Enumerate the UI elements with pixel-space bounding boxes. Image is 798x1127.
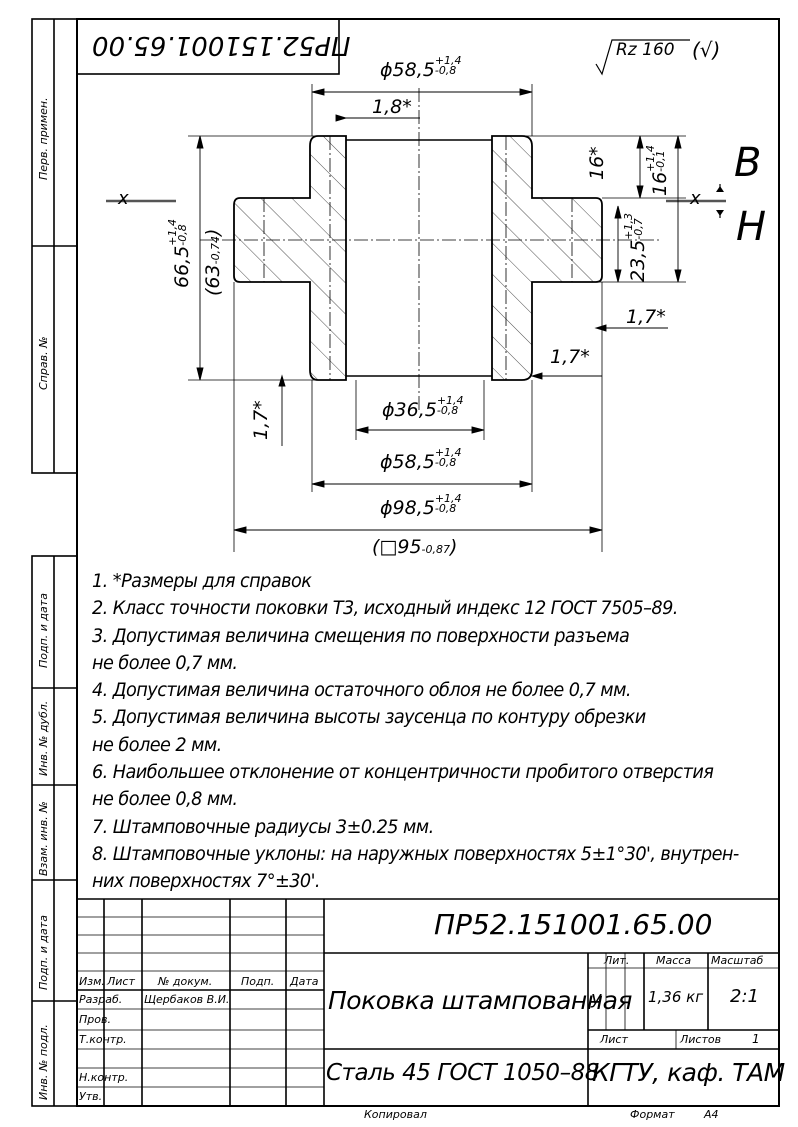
side-label-podp-data-1: Подп. и дата	[37, 593, 50, 668]
lit-value: у	[591, 988, 602, 1009]
utv-label: Утв.	[79, 1090, 103, 1103]
copied-label: Копировал	[364, 1108, 427, 1121]
drawing-code-stamp: ПР52.151001.65.00	[92, 30, 351, 60]
dim-flange-diameter: ϕ98,5+1,4-0,8	[380, 492, 462, 519]
zone-upper: В	[734, 140, 762, 186]
dim-ref-height: (63-0,74)	[202, 228, 224, 296]
sheet-label: Лист	[600, 1033, 628, 1046]
dim-slope-e: 1,7*	[250, 400, 272, 440]
dim-slope-a: 1,8*	[372, 96, 412, 118]
col-list: Лист	[107, 975, 135, 988]
side-label-sprav-no: Справ. №	[37, 336, 50, 390]
dim-bottom-diameter: ϕ58,5+1,4-0,8	[380, 446, 462, 473]
centerlines	[200, 88, 660, 410]
zone-lower: Н	[736, 204, 767, 250]
note-line: 6. Наибольшее отклонение от концентрично…	[92, 761, 714, 784]
format-label: Формат	[630, 1108, 675, 1121]
side-label-vzam-inv: Взам. инв. №	[37, 801, 50, 876]
razrab-name: Щербаков В.И.	[144, 993, 230, 1006]
dim-slope-b: 16*	[586, 146, 608, 180]
dim-slope-d: 1,7*	[550, 346, 590, 368]
col-izm: Изм.	[79, 975, 105, 988]
dim-top-diameter: ϕ58,5+1,4-0,8	[380, 54, 462, 81]
col-podp: Подп.	[241, 975, 275, 988]
scale-value: 2:1	[730, 986, 759, 1007]
side-label-podp-data-2: Подп. и дата	[37, 915, 50, 990]
dim-top-height: 16+1,4-0,1	[644, 145, 671, 196]
format-value: А4	[704, 1108, 719, 1121]
title-name: Поковка штампованная	[328, 986, 632, 1015]
tkontr-label: Т.контр.	[79, 1033, 127, 1046]
razrab-label: Разраб.	[79, 993, 123, 1006]
mass-value: 1,36 кг	[648, 988, 704, 1006]
cut-mark-left: x	[118, 188, 129, 209]
nkontr-label: Н.контр.	[79, 1071, 129, 1084]
sheets-value: 1	[752, 1032, 760, 1046]
inner-frame	[76, 18, 780, 1107]
side-strip	[31, 18, 78, 1107]
lit-label: Лит.	[604, 954, 630, 967]
scale-label: Масштаб	[711, 954, 764, 967]
side-label-inv-podl: Инв. № подл.	[37, 1024, 50, 1100]
part-section	[233, 135, 603, 381]
dim-mid-height: 23,5+1,3-0,7	[622, 212, 649, 282]
title-material: Сталь 45 ГОСТ 1050–88	[326, 1060, 599, 1086]
dim-total-height: 66,5+1,4-0,8	[166, 218, 193, 288]
extension-lines	[188, 84, 686, 552]
dimension-lines	[196, 88, 682, 534]
roughness-suffix: (√)	[692, 38, 721, 62]
title-designation: ПР52.151001.65.00	[434, 908, 713, 941]
dim-ref-square: (□95-0,87)	[372, 536, 458, 558]
col-data: Дата	[290, 975, 319, 988]
note-line: не более 2 мм.	[92, 733, 222, 756]
mass-label: Масса	[656, 954, 692, 967]
side-label-inv-dubl: Инв. № дубл.	[37, 700, 50, 776]
note-line: не более 0,8 мм.	[92, 788, 238, 811]
technical-notes: 1. *Размеры для справок 2. Класс точност…	[92, 568, 739, 896]
side-label-perv-primen: Перв. примен.	[37, 97, 50, 180]
sheets-label: Листов	[680, 1033, 722, 1046]
prov-label: Пров.	[79, 1013, 111, 1026]
note-line: 2. Класс точности поковки Т3, исходный и…	[92, 597, 678, 620]
dim-inner-diameter: ϕ36,5+1,4-0,8	[382, 394, 464, 421]
note-line: 5. Допустимая величина высоты заусенца п…	[92, 706, 646, 729]
col-doc: № докум.	[158, 975, 213, 988]
cut-mark-right: x	[690, 188, 701, 209]
stamp-box	[76, 18, 340, 75]
title-organization: КГТУ, каф. ТАМ	[592, 1058, 785, 1087]
note-line: 8. Штамповочные уклоны: на наружных пове…	[92, 842, 739, 865]
note-line: не более 0,7 мм.	[92, 651, 238, 674]
dim-slope-c: 1,7*	[626, 306, 666, 328]
note-line: 7. Штамповочные радиусы 3±0.25 мм.	[92, 815, 434, 838]
title-block-grid	[77, 898, 779, 1106]
note-line: 3. Допустимая величина смещения по повер…	[92, 624, 630, 647]
note-line: 1. *Размеры для справок	[92, 570, 312, 592]
note-line: них поверхностях 7°±30'.	[92, 870, 321, 893]
note-line: 4. Допустимая величина остаточного облоя…	[92, 679, 631, 702]
roughness-param: Rz 160	[616, 40, 675, 60]
